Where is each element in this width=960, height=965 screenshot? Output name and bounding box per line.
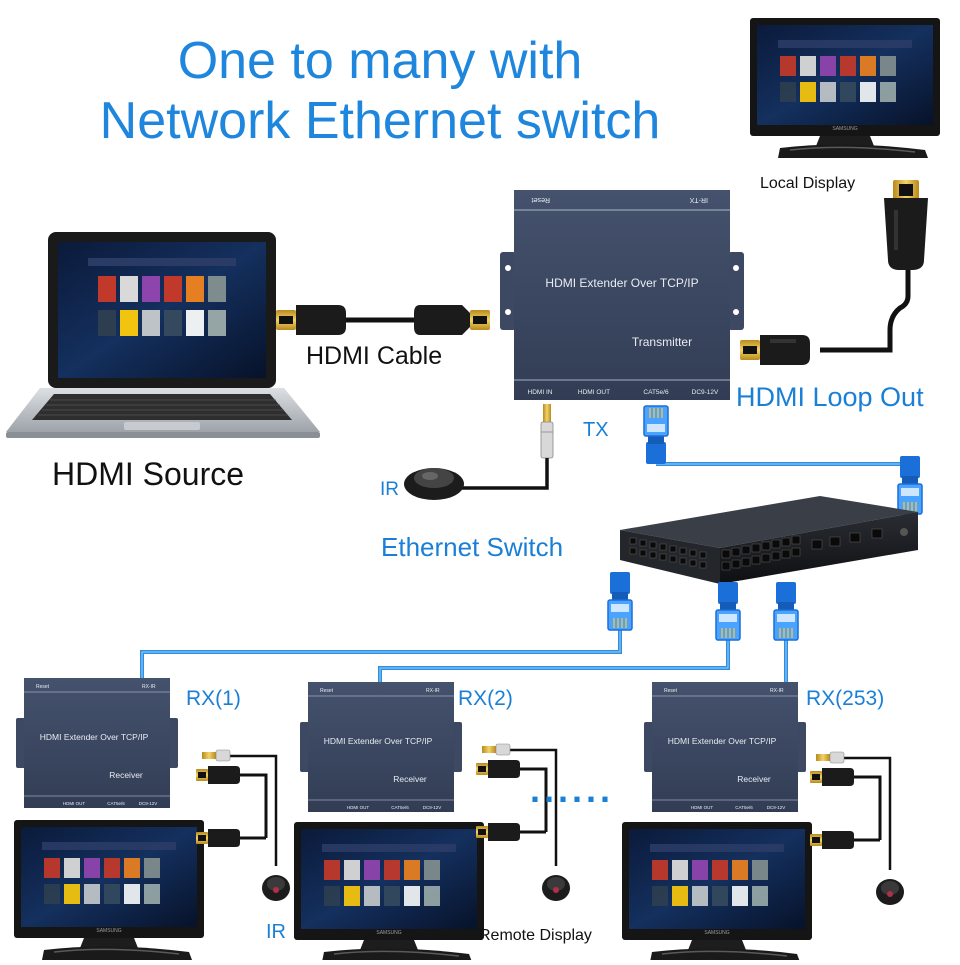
ir-emitter-tx xyxy=(404,404,554,500)
receiver-port-label: CAT5e/6 xyxy=(735,805,753,810)
label-rx253: RX(253) xyxy=(806,687,885,710)
label-tx: TX xyxy=(583,419,609,441)
label-hdmi-source: HDMI Source xyxy=(52,456,245,492)
label-local-display: Local Display xyxy=(760,175,856,192)
receiver-cables xyxy=(196,743,904,905)
receiver-top-left-label: Reset xyxy=(320,688,334,694)
local-display-monitor xyxy=(749,17,941,159)
receiver-name: HDMI Extender Over TCP/IP xyxy=(324,736,433,746)
network-cables-rx-inner xyxy=(141,630,787,684)
receiver-role: Receiver xyxy=(737,774,771,784)
network-cables-rx xyxy=(140,630,788,684)
receiver-port-label: CAT5e/6 xyxy=(107,801,125,806)
transmitter-name: HDMI Extender Over TCP/IP xyxy=(545,276,698,290)
transmitter-top-left-label: Reset xyxy=(532,196,550,203)
label-hdmi-loop-out: HDMI Loop Out xyxy=(736,382,924,412)
receiver-port-label: DC9-12V xyxy=(767,805,786,810)
receiver-role: Receiver xyxy=(393,774,427,784)
receiver-port-label: DC9-12V xyxy=(139,801,158,806)
receiver-top-right-label: RX-IR xyxy=(770,688,784,694)
laptop xyxy=(6,232,320,438)
transmitter-role: Transmitter xyxy=(632,335,692,349)
transmitter-port-label: HDMI OUT xyxy=(578,389,610,396)
receiver-port-label: CAT5e/6 xyxy=(391,805,409,810)
monitor-brand-label: SAMSUNG xyxy=(376,930,401,936)
label-rx2: RX(2) xyxy=(458,687,513,710)
hdmi-plug-laptop-end xyxy=(276,305,346,335)
receiver-unit-253: Reset RX-IR HDMI Extender Over TCP/IP Recei… xyxy=(644,682,806,812)
ethernet-switch xyxy=(620,496,918,584)
rj45-switch-port-3 xyxy=(773,581,799,641)
receiver-cable-set xyxy=(810,751,904,905)
title-line-1: One to many with xyxy=(177,32,583,90)
label-rx1: RX(1) xyxy=(186,687,241,710)
hdmi-plug-loop-out xyxy=(740,335,810,365)
rj45-tx-device xyxy=(643,405,669,465)
remote-display-monitor-2 xyxy=(293,821,485,963)
monitor-brand-label: SAMSUNG xyxy=(832,126,857,132)
transmitter-port-label: HDMI IN xyxy=(528,389,553,396)
transmitter-device: Reset IR-TX HDMI Extender Over TCP/IP Tr… xyxy=(500,190,744,400)
monitor-brand-label: SAMSUNG xyxy=(96,928,121,934)
receiver-port-label: HDMI OUT xyxy=(691,805,713,810)
receiver-top-right-label: RX-IR xyxy=(142,684,156,690)
monitor-brand-label: SAMSUNG xyxy=(704,930,729,936)
receiver-port-label: HDMI OUT xyxy=(63,801,85,806)
receiver-name: HDMI Extender Over TCP/IP xyxy=(668,736,777,746)
receiver-port-label: DC9-12V xyxy=(423,805,442,810)
label-ir-rx: IR xyxy=(266,921,286,943)
label-ir-tx: IR xyxy=(380,479,399,500)
hdmi-plug-local-display xyxy=(884,180,928,270)
label-more-receivers-dots: ...... xyxy=(530,769,615,810)
rj45-switch-uplink xyxy=(897,455,923,515)
label-remote-display: Remote Display xyxy=(479,927,592,944)
hdmi-cable-local xyxy=(820,268,911,353)
receiver-top-right-label: RX-IR xyxy=(426,688,440,694)
receiver-cable-set xyxy=(476,743,570,901)
transmitter-port-label: CAT5e/6 xyxy=(643,389,669,396)
receiver-top-left-label: Reset xyxy=(664,688,678,694)
rj45-switch-port-2 xyxy=(715,581,741,641)
hdmi-plug-tx-end xyxy=(414,305,490,335)
label-ethernet-switch: Ethernet Switch xyxy=(381,532,564,562)
receiver-role: Receiver xyxy=(109,770,143,780)
receiver-name: HDMI Extender Over TCP/IP xyxy=(40,732,149,742)
label-hdmi-cable: HDMI Cable xyxy=(306,342,443,370)
remote-display-monitor-1 xyxy=(13,819,205,961)
receiver-unit-2: Reset RX-IR HDMI Extender Over TCP/IP Recei… xyxy=(300,682,462,812)
receiver-top-left-label: Reset xyxy=(36,684,50,690)
receiver-port-label: HDMI OUT xyxy=(347,805,369,810)
rj45-switch-port-1 xyxy=(607,571,633,631)
transmitter-port-label: DC9-12V xyxy=(692,389,719,396)
receiver-cable-set xyxy=(196,749,290,901)
receiver-unit-1: Reset RX-IR HDMI Extender Over TCP/IP Recei… xyxy=(16,678,178,808)
transmitter-top-right-label: IR-TX xyxy=(689,196,708,203)
remote-display-monitor-253 xyxy=(621,821,813,963)
title-line-2: Network Ethernet switch xyxy=(99,92,661,150)
